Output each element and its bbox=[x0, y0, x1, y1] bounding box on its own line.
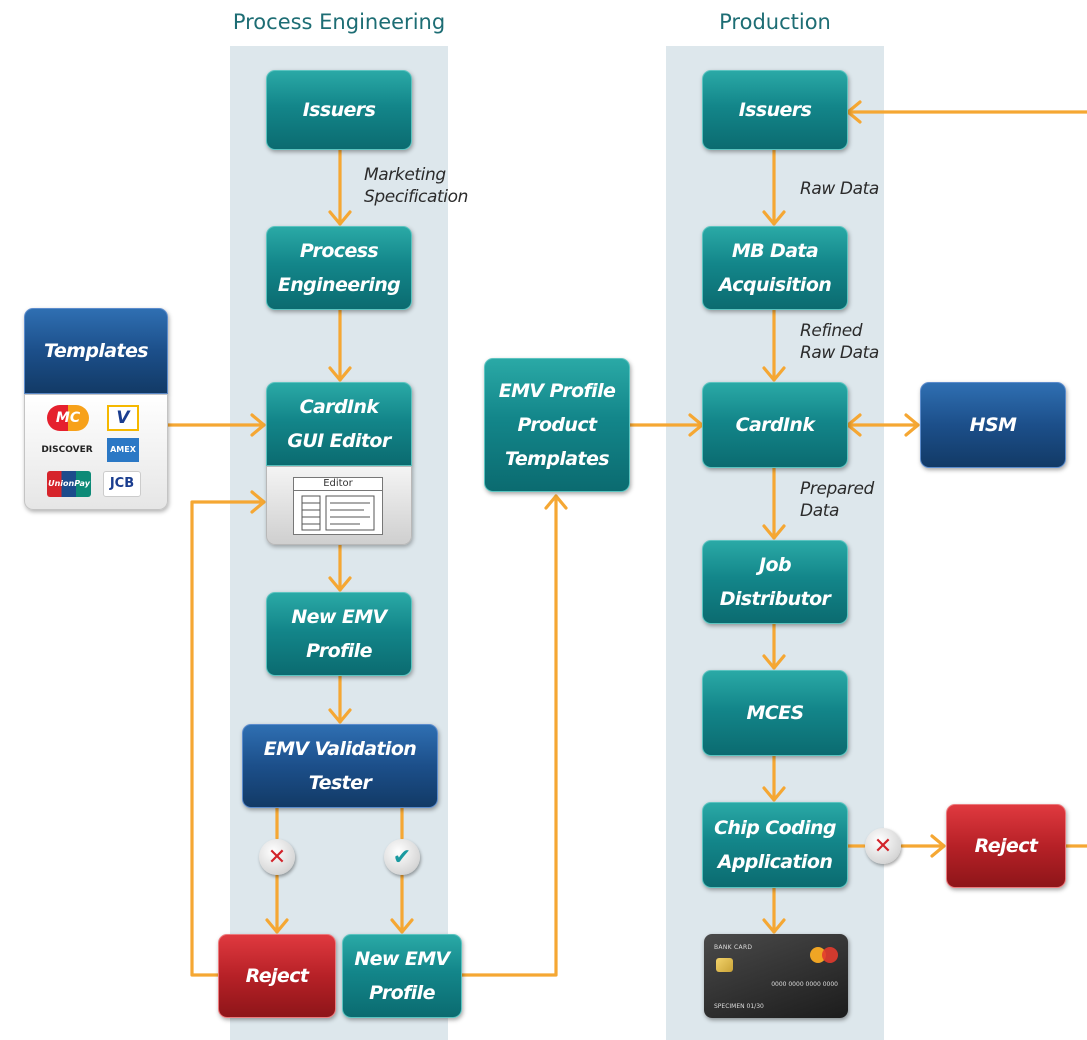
mastercard-logo: MC bbox=[47, 405, 89, 431]
marketing-specification-label: Marketing Specification bbox=[364, 165, 468, 207]
pr-reject-box[interactable]: Reject bbox=[946, 804, 1066, 888]
card-brands-panel: MC V DISCOVER AMEX UnionPay JCB bbox=[24, 394, 168, 510]
templates-box[interactable]: Templates bbox=[24, 308, 168, 394]
pe-cardink-gui-editor-box[interactable]: CardInk GUI Editor bbox=[266, 382, 412, 466]
prepared-data-label: Prepared Data bbox=[800, 479, 874, 521]
hsm-box[interactable]: HSM bbox=[920, 382, 1066, 468]
pe-reject-box[interactable]: Reject bbox=[218, 934, 336, 1018]
emv-profile-product-templates-box[interactable]: EMV Profile Product Templates bbox=[484, 358, 630, 492]
lane-title-process-engineering: Process Engineering bbox=[232, 10, 446, 34]
arrow-templates-to-prod-cardink bbox=[628, 413, 704, 437]
arrow-chip-to-card bbox=[762, 886, 786, 934]
x-mark-icon-production: ✕ bbox=[865, 828, 901, 864]
raw-data-label: Raw Data bbox=[800, 179, 879, 199]
pr-issuers-box[interactable]: Issuers bbox=[702, 70, 848, 150]
pr-mb-data-acquisition-box[interactable]: MB Data Acquisition bbox=[702, 226, 848, 310]
arrow-pr-issuers-to-mb bbox=[762, 148, 786, 226]
arrow-editor-to-newprofile bbox=[328, 543, 352, 592]
arrow-cardink-to-hsm bbox=[846, 413, 920, 437]
x-mark-icon: ✕ bbox=[259, 839, 295, 875]
pe-new-emv-profile-box[interactable]: New EMV Profile bbox=[266, 592, 412, 676]
amex-logo: AMEX bbox=[107, 438, 139, 462]
arrow-mces-to-chip bbox=[762, 754, 786, 802]
vpay-logo: V bbox=[107, 405, 139, 431]
arrow-mb-to-cardink bbox=[762, 308, 786, 382]
arrow-cardink-to-job bbox=[762, 466, 786, 540]
refined-raw-data-label: Refined Raw Data bbox=[800, 321, 879, 363]
pe-process-engineering-box[interactable]: Process Engineering bbox=[266, 226, 412, 310]
jcb-logo: JCB bbox=[103, 471, 141, 497]
bank-card-specimen: SPECIMEN 01/30 bbox=[714, 1003, 764, 1010]
arrow-job-to-mces bbox=[762, 622, 786, 670]
pr-cardink-box[interactable]: CardInk bbox=[702, 382, 848, 468]
arrow-xmark-to-reject bbox=[265, 874, 289, 934]
arrow-check-to-newprofile2 bbox=[390, 874, 414, 934]
mastercard-circle-right-icon bbox=[822, 947, 838, 963]
arrow-process-to-cardink bbox=[328, 308, 352, 382]
pr-chip-coding-application-box[interactable]: Chip Coding Application bbox=[702, 802, 848, 888]
editor-window-icon: Editor bbox=[293, 477, 383, 535]
editor-lines-icon bbox=[301, 495, 375, 531]
chip-icon bbox=[716, 958, 733, 972]
editor-panel: Editor bbox=[266, 466, 412, 545]
bank-card-label: BANK CARD bbox=[714, 944, 753, 951]
pe-issuers-box[interactable]: Issuers bbox=[266, 70, 412, 150]
arrow-newprofile-to-tester bbox=[328, 674, 352, 724]
bank-card-number: 0000 0000 0000 0000 bbox=[771, 981, 838, 988]
check-mark-icon: ✔ bbox=[384, 839, 420, 875]
bank-card-image: BANK CARD 0000 0000 0000 0000 SPECIMEN 0… bbox=[704, 934, 848, 1018]
arrow-xmark-to-reject2 bbox=[900, 834, 946, 858]
arrow-feedback-to-issuers bbox=[846, 100, 1087, 124]
discover-logo: DISCOVER bbox=[41, 445, 93, 455]
arrow-templates-to-cardink bbox=[166, 413, 266, 437]
arrow-issuers-to-process bbox=[328, 148, 352, 226]
arrow-profile-to-templates bbox=[460, 494, 568, 977]
arrow-reject-loop bbox=[190, 490, 266, 977]
editor-title: Editor bbox=[294, 478, 382, 491]
pr-job-distributor-box[interactable]: Job Distributor bbox=[702, 540, 848, 624]
pr-mces-box[interactable]: MCES bbox=[702, 670, 848, 756]
unionpay-logo: UnionPay bbox=[47, 471, 91, 497]
pe-emv-validation-tester-box[interactable]: EMV Validation Tester bbox=[242, 724, 438, 808]
lane-title-production: Production bbox=[719, 10, 831, 34]
pe-new-emv-profile-2-box[interactable]: New EMV Profile bbox=[342, 934, 462, 1018]
